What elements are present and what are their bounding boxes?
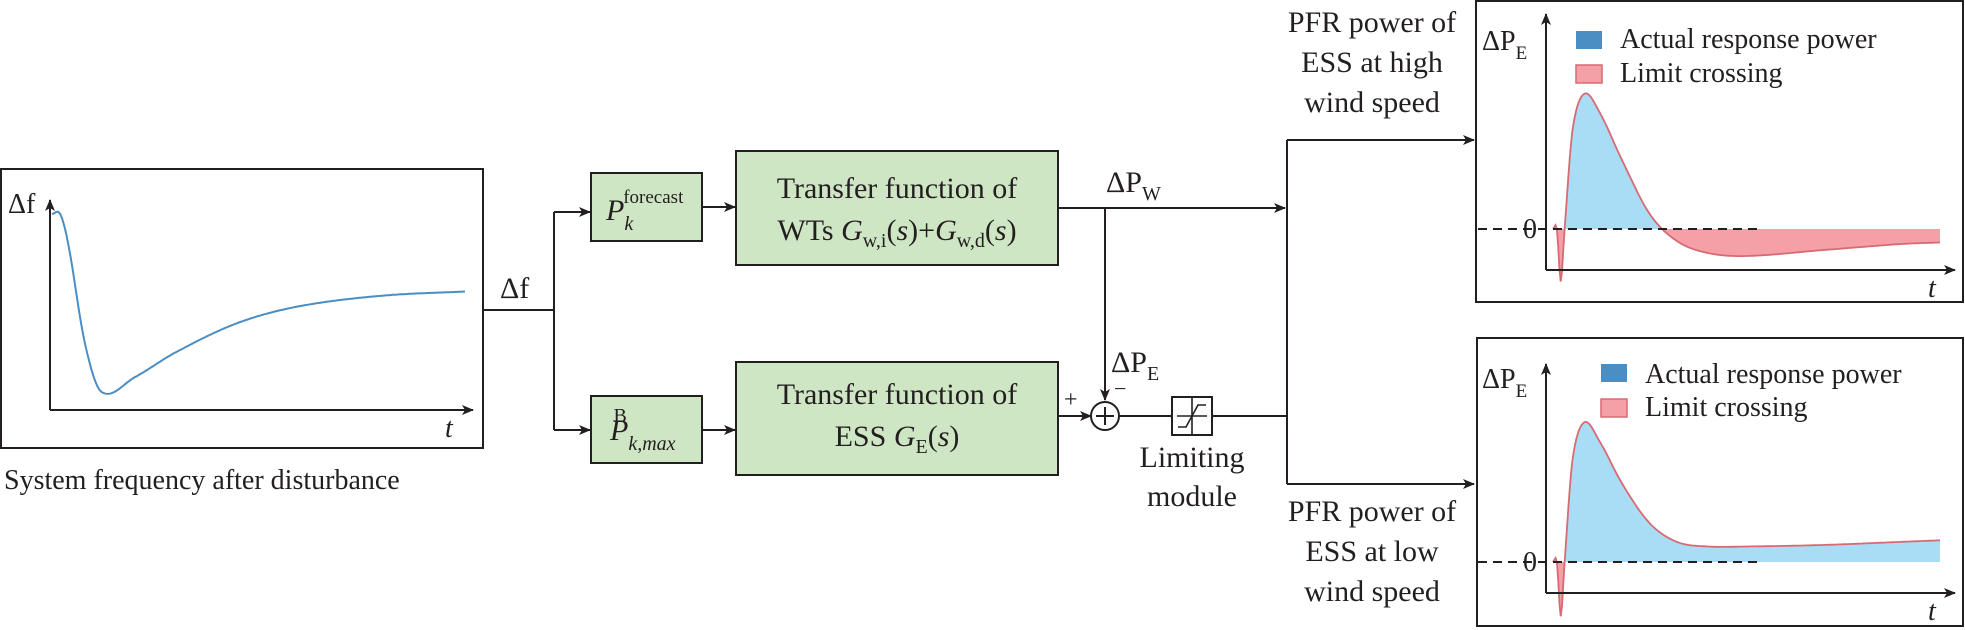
low-zero-label: 0 [1523,547,1537,578]
high-y-label: ΔPE [1482,26,1527,64]
input-frequency-plot: Δf t System frequency after disturbance [0,168,484,496]
legend-label-limit: Limit crossing [1645,392,1808,423]
summing-junction [1090,401,1120,431]
limiting-module: Limiting module [1140,396,1245,513]
low-y-label: ΔPE [1482,364,1527,402]
max-power-block: Pk,maxB [590,395,703,464]
delta-pe-label: ΔPE [1111,346,1159,385]
legend-swatch-actual [1601,364,1627,382]
legend-swatch-limit [1575,64,1603,84]
input-plot-caption: System frequency after disturbance [4,465,400,496]
frequency-curve [51,210,466,395]
plus-sign: + [1064,387,1078,413]
input-plot-frame [0,168,484,449]
low-wind-caption: PFR power of ESS at low wind speed [1288,495,1456,608]
low-wind-plot: ΔPE t 0 Actual response power Limit cros… [1476,337,1964,627]
actual-response-area [1553,421,1940,562]
ess-block-line1: Transfer function of [777,378,1018,411]
low-x-label: t [1928,596,1937,627]
pmax-block-frame [590,395,703,464]
delta-pw-label: ΔPW [1106,166,1161,205]
high-wind-caption: PFR power of ESS at high wind speed [1288,6,1456,119]
low-caption-line2: ESS at low [1305,535,1439,568]
wt-transfer-function-block: Transfer function of WTs Gw,i(s)+Gw,d(s) [735,150,1059,266]
pmax-block-label: Pk,maxB [609,405,676,455]
forecast-block-label: Pkforecast [605,187,684,235]
wt-block-line1: Transfer function of [777,172,1018,205]
limiter-label-line1: Limiting [1140,441,1245,474]
forecast-power-block: Pkforecast [590,172,703,242]
delta-f-branch: Δf [483,207,591,435]
legend-swatch-actual [1576,31,1602,49]
high-x-label: t [1928,273,1937,304]
ess-block-frame [735,361,1059,476]
high-caption-line2: ESS at high [1301,46,1443,79]
delta-f-label: Δf [500,272,529,305]
forecast-block-frame [590,172,703,242]
high-wind-plot: ΔPE t 0 Actual response power Limit cros… [1475,0,1964,304]
limiter-label-line2: module [1147,480,1237,513]
response-curve [1552,420,1941,617]
ess-block-line2: ESS GE(s) [835,420,960,458]
low-caption-line3: wind speed [1304,575,1440,608]
high-caption-line1: PFR power of [1288,6,1456,39]
legend-label-limit: Limit crossing [1620,58,1783,89]
high-caption-line3: wind speed [1304,86,1440,119]
saturation-icon [1177,398,1207,434]
wt-block-line2: WTs Gw,i(s)+Gw,d(s) [777,214,1016,252]
legend-swatch-limit [1600,398,1628,418]
actual-response-area [1553,93,1940,230]
legend-label-actual: Actual response power [1620,24,1877,55]
input-y-label: Δf [8,189,36,220]
low-caption-line1: PFR power of [1288,495,1456,528]
minus-sign: − [1114,376,1126,401]
high-zero-label: 0 [1523,214,1537,245]
response-curve [1552,92,1940,282]
input-x-label: t [445,413,454,444]
ess-transfer-function-block: Transfer function of ESS GE(s) [735,361,1059,476]
wt-block-frame [735,150,1059,266]
legend-label-actual: Actual response power [1645,359,1902,390]
